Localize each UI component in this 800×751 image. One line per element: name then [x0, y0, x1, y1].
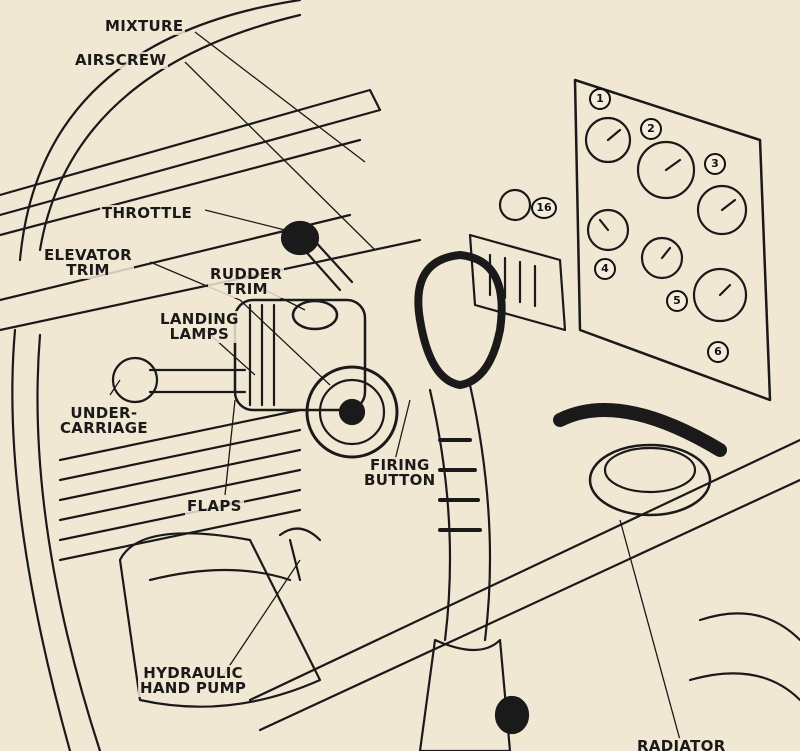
gauge-number-1: 1 [589, 88, 611, 110]
hydraulic-pump-handle [278, 527, 322, 582]
label-rudder-trim-line2: TRIM [224, 280, 268, 298]
leader-lines [109, 31, 681, 741]
control-column [428, 383, 492, 642]
label-firing-button: FIRING BUTTON [362, 457, 438, 489]
gauge-number-2: 2 [640, 118, 662, 140]
gauge-number-4: 4 [594, 258, 616, 280]
canopy-frame-inner [38, 13, 302, 252]
gauge-number-3: 3 [704, 153, 726, 175]
label-firing-button-line1: FIRING [369, 456, 430, 474]
gauge-number-16: 16 [531, 197, 557, 219]
side-wall-curve [11, 328, 72, 751]
gauge-3 [696, 184, 748, 236]
spade-grip [414, 251, 506, 389]
gauge-number-6: 6 [707, 341, 729, 363]
compass [588, 443, 712, 517]
undercarriage-lever [148, 368, 247, 394]
label-rudder-trim-line1: RUDDER [210, 265, 283, 283]
rudder-trim-knob [291, 299, 339, 331]
label-undercarriage-line2: CARRIAGE [60, 419, 148, 437]
lower-frame [248, 438, 800, 702]
label-landing-lamps: LANDING LAMPS [158, 311, 241, 343]
label-elevator-trim-line1: ELEVATOR [44, 246, 133, 264]
label-elevator-trim: ELEVATOR TRIM [42, 246, 135, 279]
instrument-panel [573, 78, 772, 402]
gauge-4 [586, 208, 630, 252]
gauge-1 [584, 116, 632, 164]
label-radiator: RADIATOR [635, 738, 728, 751]
label-undercarriage-line1: UNDER- [70, 404, 138, 422]
gauge-2 [636, 140, 696, 200]
elevator-trim-wheel [305, 365, 399, 459]
label-hydraulic-hand-pump: HYDRAULIC HAND PUMP [138, 664, 249, 697]
label-landing-lamps-line2: LAMPS [169, 325, 230, 343]
label-hydraulic-hand-pump-line1: HYDRAULIC [143, 664, 243, 682]
label-undercarriage: UNDER- CARRIAGE [58, 405, 150, 437]
label-throttle: THROTTLE [100, 204, 195, 222]
canopy-rim [0, 88, 382, 217]
label-hydraulic-hand-pump-line2: HAND PUMP [140, 679, 247, 697]
gauge-number-5: 5 [666, 290, 688, 312]
label-firing-button-line2: BUTTON [364, 471, 436, 489]
seat [118, 532, 322, 708]
gauge-6 [692, 267, 748, 323]
label-mixture: MIXTURE [103, 17, 186, 35]
label-flaps: FLAPS [185, 497, 244, 515]
gauge-5 [640, 236, 684, 280]
label-airscrew: AIRSCREW [73, 51, 169, 69]
label-landing-lamps-line1: LANDING [160, 310, 239, 328]
lower-frame-2 [258, 478, 800, 732]
label-rudder-trim: RUDDER TRIM [208, 265, 285, 298]
side-wall-curve-inner [36, 333, 102, 751]
throttle-quadrant [233, 298, 367, 412]
canopy-frame [18, 0, 302, 262]
label-elevator-trim-line2: TRIM [66, 261, 110, 279]
cockpit-sill-upper [0, 138, 362, 237]
